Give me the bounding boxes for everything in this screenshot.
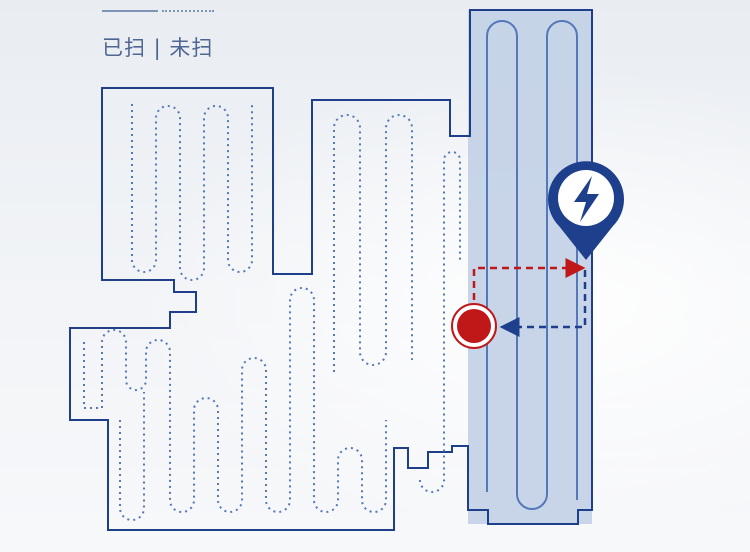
route-to-dock [472,258,586,312]
legend-label: 已扫 | 未扫 [102,36,214,60]
room-outline [69,9,593,531]
lightning-icon [574,176,599,222]
uncleaned-path-bottom-left [119,392,145,521]
charging-dock-pin [548,161,624,260]
uncleaned-path-top-left [131,104,253,281]
route-from-dock [499,270,587,337]
legend: 已扫 | 未扫 [102,4,242,60]
uncleaned-path-right-column [419,151,461,493]
uncleaned-path-center [333,114,413,372]
legend-uncleaned-line [162,10,214,12]
cleaned-path [486,20,578,510]
legend-cleaned-line [102,10,158,12]
robot-marker [451,303,497,349]
uncleaned-path-bottom [83,287,387,513]
